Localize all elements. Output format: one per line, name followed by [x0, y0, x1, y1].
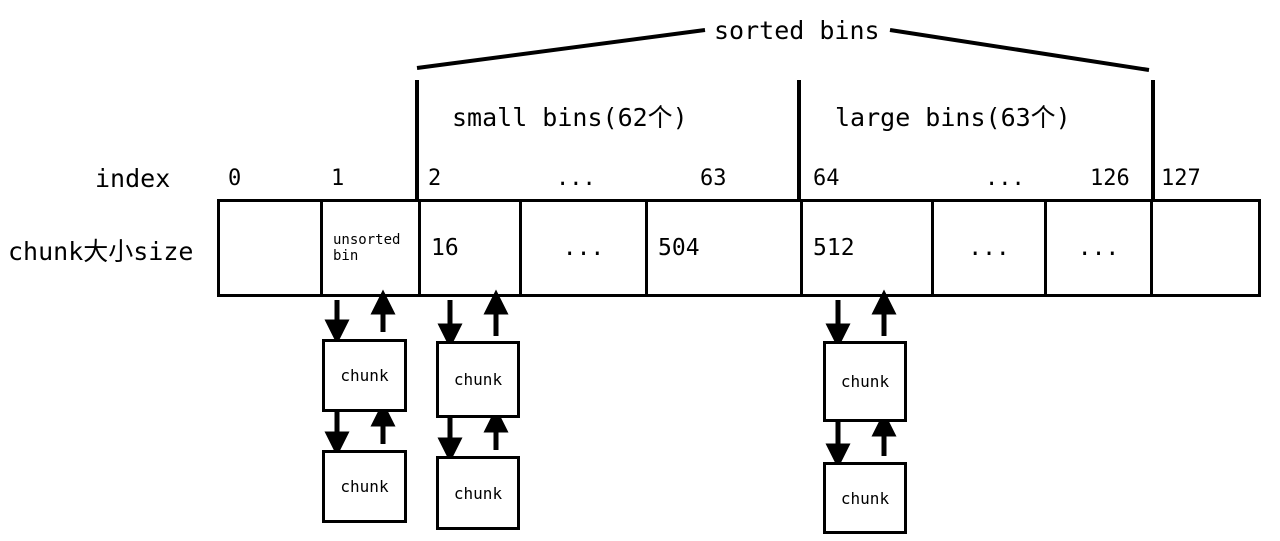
- bin-cell-512-text: 512: [813, 235, 855, 261]
- divider-large-bins-end: [1151, 80, 1155, 200]
- bin-cell-small-ellipsis-text: ...: [562, 235, 605, 261]
- bin-cell-16-text: 16: [431, 235, 459, 261]
- index-cell-ellipsis-large: ...: [985, 166, 1025, 191]
- chunk-small16-2-label: chunk: [453, 483, 503, 503]
- label-small-bins: small bins(62个): [452, 103, 688, 132]
- bin-cell-large-ellipsis-1-text: ...: [968, 235, 1010, 261]
- bin-cell-127[interactable]: [1153, 202, 1258, 294]
- index-cell-63: 63: [700, 166, 727, 191]
- label-large-bins: large bins(63个): [835, 103, 1071, 132]
- chunk-small16-1-label: chunk: [453, 370, 503, 389]
- bin-cell-504-text: 504: [658, 235, 700, 261]
- bin-cell-large-ellipsis-2[interactable]: ...: [1047, 202, 1153, 294]
- chunk-large512-1[interactable]: chunk: [823, 341, 907, 422]
- chunk-small16-2[interactable]: chunk: [436, 456, 520, 530]
- bin-cell-16[interactable]: 16: [421, 202, 522, 294]
- index-cell-0: 0: [228, 166, 242, 191]
- index-cell-64: 64: [813, 166, 840, 191]
- bin-cell-504[interactable]: 504: [648, 202, 803, 294]
- chunk-unsorted-1[interactable]: chunk: [322, 339, 407, 412]
- index-cell-1: 1: [331, 166, 345, 191]
- chunk-large512-2-label: chunk: [840, 488, 890, 508]
- bin-cell-large-ellipsis-1[interactable]: ...: [934, 202, 1047, 294]
- label-sorted-bins: sorted bins: [714, 16, 880, 45]
- bin-cell-512[interactable]: 512: [803, 202, 934, 294]
- index-cell-126: 126: [1090, 166, 1130, 191]
- bin-cell-large-ellipsis-2-text: ...: [1077, 235, 1120, 261]
- divider-large-bins-start: [797, 80, 801, 200]
- divider-small-bins-start: [415, 80, 419, 200]
- chunk-unsorted-2[interactable]: chunk: [322, 450, 407, 523]
- index-cell-127: 127: [1161, 166, 1201, 191]
- bin-cell-small-ellipsis[interactable]: ...: [522, 202, 648, 294]
- chunk-small16-1[interactable]: chunk: [436, 341, 520, 418]
- index-cell-2: 2: [428, 166, 442, 191]
- chunk-large512-1-label: chunk: [840, 372, 890, 391]
- row-label-size: chunk大小size: [8, 237, 194, 266]
- chunk-unsorted-1-label: chunk: [340, 366, 389, 385]
- index-cell-ellipsis-small: ...: [556, 166, 596, 191]
- chunk-unsorted-2-label: chunk: [340, 477, 389, 496]
- chunk-large512-2[interactable]: chunk: [823, 462, 907, 534]
- row-label-index: index: [95, 164, 171, 193]
- bin-cell-0[interactable]: [220, 202, 323, 294]
